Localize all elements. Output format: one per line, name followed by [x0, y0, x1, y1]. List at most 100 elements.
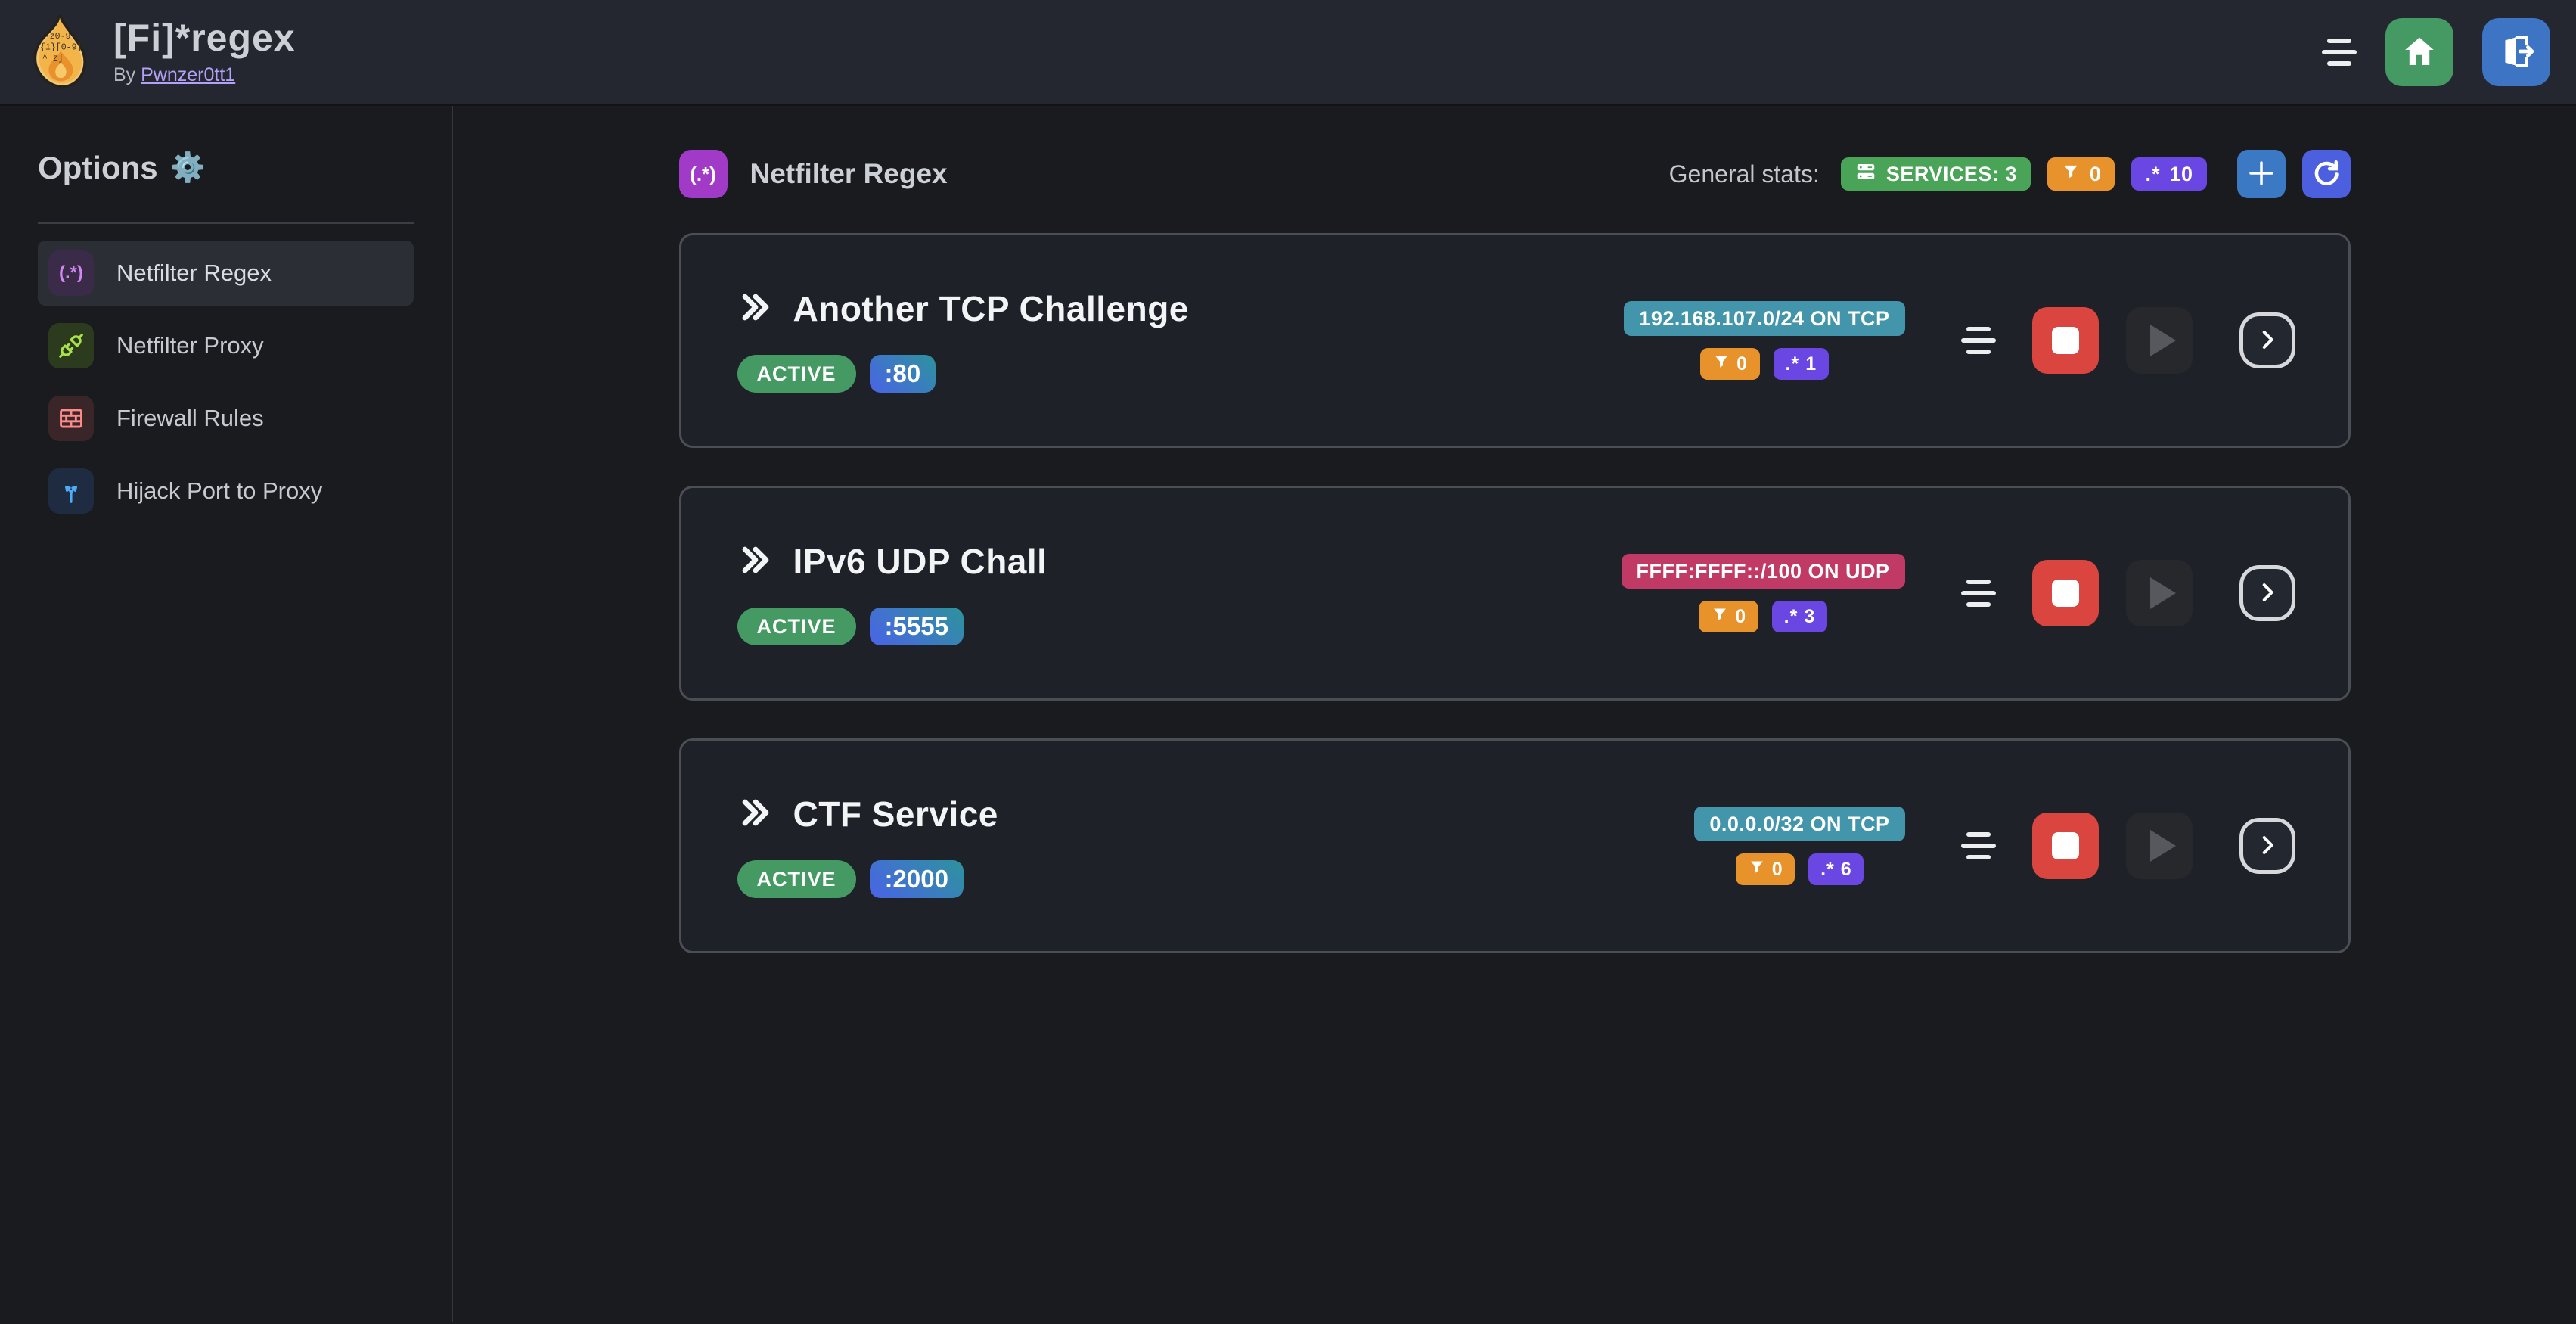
address-badge: 0.0.0.0/32 ON TCP	[1694, 807, 1905, 841]
start-service-button[interactable]	[2125, 813, 2193, 879]
stop-service-button[interactable]	[2031, 307, 2099, 374]
port-badge: :2000	[869, 860, 964, 898]
chevron-right-icon	[2255, 327, 2280, 355]
services-count-badge: SERVICES: 3	[1840, 157, 2031, 191]
sidebar-item-netfilter-proxy[interactable]: Netfilter Proxy	[38, 313, 414, 378]
stop-icon	[2051, 580, 2079, 607]
service-card: Another TCP Challenge ACTIVE :80 192.168…	[678, 233, 2351, 448]
general-stats: General stats: SER	[1669, 150, 2351, 198]
open-service-button[interactable]	[2239, 818, 2295, 874]
sidebar: Options ⚙️ (.*) Netfilter Regex	[0, 106, 453, 1322]
filters-badge: 0	[1735, 853, 1795, 885]
refresh-button[interactable]	[2301, 150, 2351, 198]
stop-service-button[interactable]	[2031, 560, 2099, 626]
svg-text:^ z]: ^ z]	[42, 54, 64, 64]
port-badge: :80	[869, 355, 936, 393]
author-link[interactable]: Pwnzer0tt1	[141, 64, 236, 85]
logout-door-icon	[2497, 33, 2535, 73]
regex-icon: (.*)	[48, 250, 94, 296]
service-title: IPv6 UDP Chall	[793, 542, 1047, 581]
page-title: Netfilter Regex	[750, 158, 948, 189]
sidebar-divider	[38, 222, 414, 224]
gear-icon: ⚙️	[169, 152, 206, 184]
start-service-button[interactable]	[2125, 307, 2193, 374]
play-icon	[2149, 577, 2176, 609]
app-title: [Fi]*regex	[113, 17, 296, 60]
chevrons-right-icon	[737, 794, 774, 834]
funnel-icon	[1711, 605, 1729, 629]
service-menu-icon[interactable]	[1960, 580, 1996, 607]
sidebar-item-label: Firewall Rules	[116, 405, 264, 431]
service-card: IPv6 UDP Chall ACTIVE :5555 FFFF:FFFF::/…	[678, 486, 2351, 701]
sidebar-item-netfilter-regex[interactable]: (.*) Netfilter Regex	[38, 241, 414, 306]
port-badge: :5555	[869, 608, 964, 645]
regex-glyph-icon: .*	[1785, 353, 1800, 375]
play-icon	[2149, 325, 2176, 356]
chevron-right-icon	[2255, 580, 2280, 608]
page-header: (.*) Netfilter Regex General stats:	[678, 150, 2351, 198]
sidebar-item-firewall-rules[interactable]: Firewall Rules	[38, 386, 414, 451]
funnel-icon	[2061, 162, 2081, 187]
filters-badge: 0	[1700, 348, 1760, 380]
brand: -z0-9 {1}[0-9] ^ z] [Fi]*regex By Pwnzer…	[24, 11, 296, 94]
sidebar-item-hijack-port[interactable]: Hijack Port to Proxy	[38, 458, 414, 524]
plug-icon	[48, 323, 94, 368]
firegex-flame-logo: -z0-9 {1}[0-9] ^ z]	[24, 11, 95, 94]
sidebar-item-label: Netfilter Proxy	[116, 332, 264, 359]
status-badge: ACTIVE	[737, 355, 856, 393]
add-service-button[interactable]	[2236, 150, 2286, 198]
service-title: CTF Service	[793, 794, 998, 834]
regexes-badge: .* 3	[1771, 601, 1827, 632]
stats-label: General stats:	[1668, 160, 1820, 188]
filters-badge: 0	[1699, 601, 1758, 632]
sidebar-heading: Options ⚙️	[38, 150, 206, 185]
svg-text:{1}[0-9]: {1}[0-9]	[40, 42, 82, 52]
byline: By Pwnzer0tt1	[113, 64, 296, 86]
open-service-button[interactable]	[2239, 312, 2295, 368]
funnel-icon	[1748, 858, 1766, 881]
sidebar-nav: (.*) Netfilter Regex Netfilter Proxy	[38, 241, 414, 524]
server-icon	[1854, 160, 1877, 188]
home-icon	[2401, 33, 2438, 72]
regexes-badge: .* 6	[1808, 853, 1864, 885]
regex-glyph-icon: .*	[2145, 162, 2161, 185]
service-menu-icon[interactable]	[1960, 832, 1996, 859]
app-header: -z0-9 {1}[0-9] ^ z] [Fi]*regex By Pwnzer…	[0, 0, 2576, 106]
stop-icon	[2051, 832, 2079, 859]
regexes-count-badge: .* 10	[2131, 157, 2207, 191]
chevron-right-icon	[2255, 832, 2280, 860]
service-card: CTF Service ACTIVE :2000 0.0.0.0/32 ON T…	[678, 738, 2351, 953]
fork-arrows-icon	[48, 468, 94, 514]
regexes-badge: .* 1	[1773, 348, 1829, 380]
status-badge: ACTIVE	[737, 608, 856, 645]
service-menu-icon[interactable]	[1960, 327, 1996, 354]
filters-count-badge: 0	[2047, 157, 2115, 191]
chevrons-right-icon	[737, 542, 774, 582]
regex-glyph-icon: .*	[1820, 858, 1835, 880]
header-actions	[2322, 18, 2550, 86]
byline-prefix: By	[113, 64, 136, 85]
home-button[interactable]	[2385, 18, 2453, 86]
regex-page-icon: (.*)	[678, 150, 728, 198]
address-badge: 192.168.107.0/24 ON TCP	[1624, 301, 1905, 336]
regex-glyph-icon: .*	[1783, 605, 1799, 627]
svg-text:-z0-9: -z0-9	[45, 32, 71, 42]
stop-icon	[2051, 327, 2079, 354]
main-area: (.*) Netfilter Regex General stats:	[453, 106, 2576, 1322]
funnel-icon	[1712, 353, 1730, 376]
service-title: Another TCP Challenge	[793, 289, 1189, 328]
stop-service-button[interactable]	[2031, 813, 2099, 879]
open-service-button[interactable]	[2239, 565, 2295, 621]
play-icon	[2149, 830, 2176, 862]
plus-icon	[2245, 157, 2277, 191]
refresh-icon	[2311, 157, 2342, 191]
logout-button[interactable]	[2482, 18, 2550, 86]
address-badge: FFFF:FFFF::/100 ON UDP	[1621, 554, 1905, 589]
chevrons-right-icon	[737, 289, 774, 329]
status-badge: ACTIVE	[737, 860, 856, 898]
menu-bars-icon[interactable]	[2322, 39, 2357, 66]
sidebar-item-label: Netfilter Regex	[116, 260, 272, 286]
brick-wall-icon	[48, 396, 94, 441]
sidebar-item-label: Hijack Port to Proxy	[116, 477, 323, 504]
start-service-button[interactable]	[2125, 560, 2193, 626]
